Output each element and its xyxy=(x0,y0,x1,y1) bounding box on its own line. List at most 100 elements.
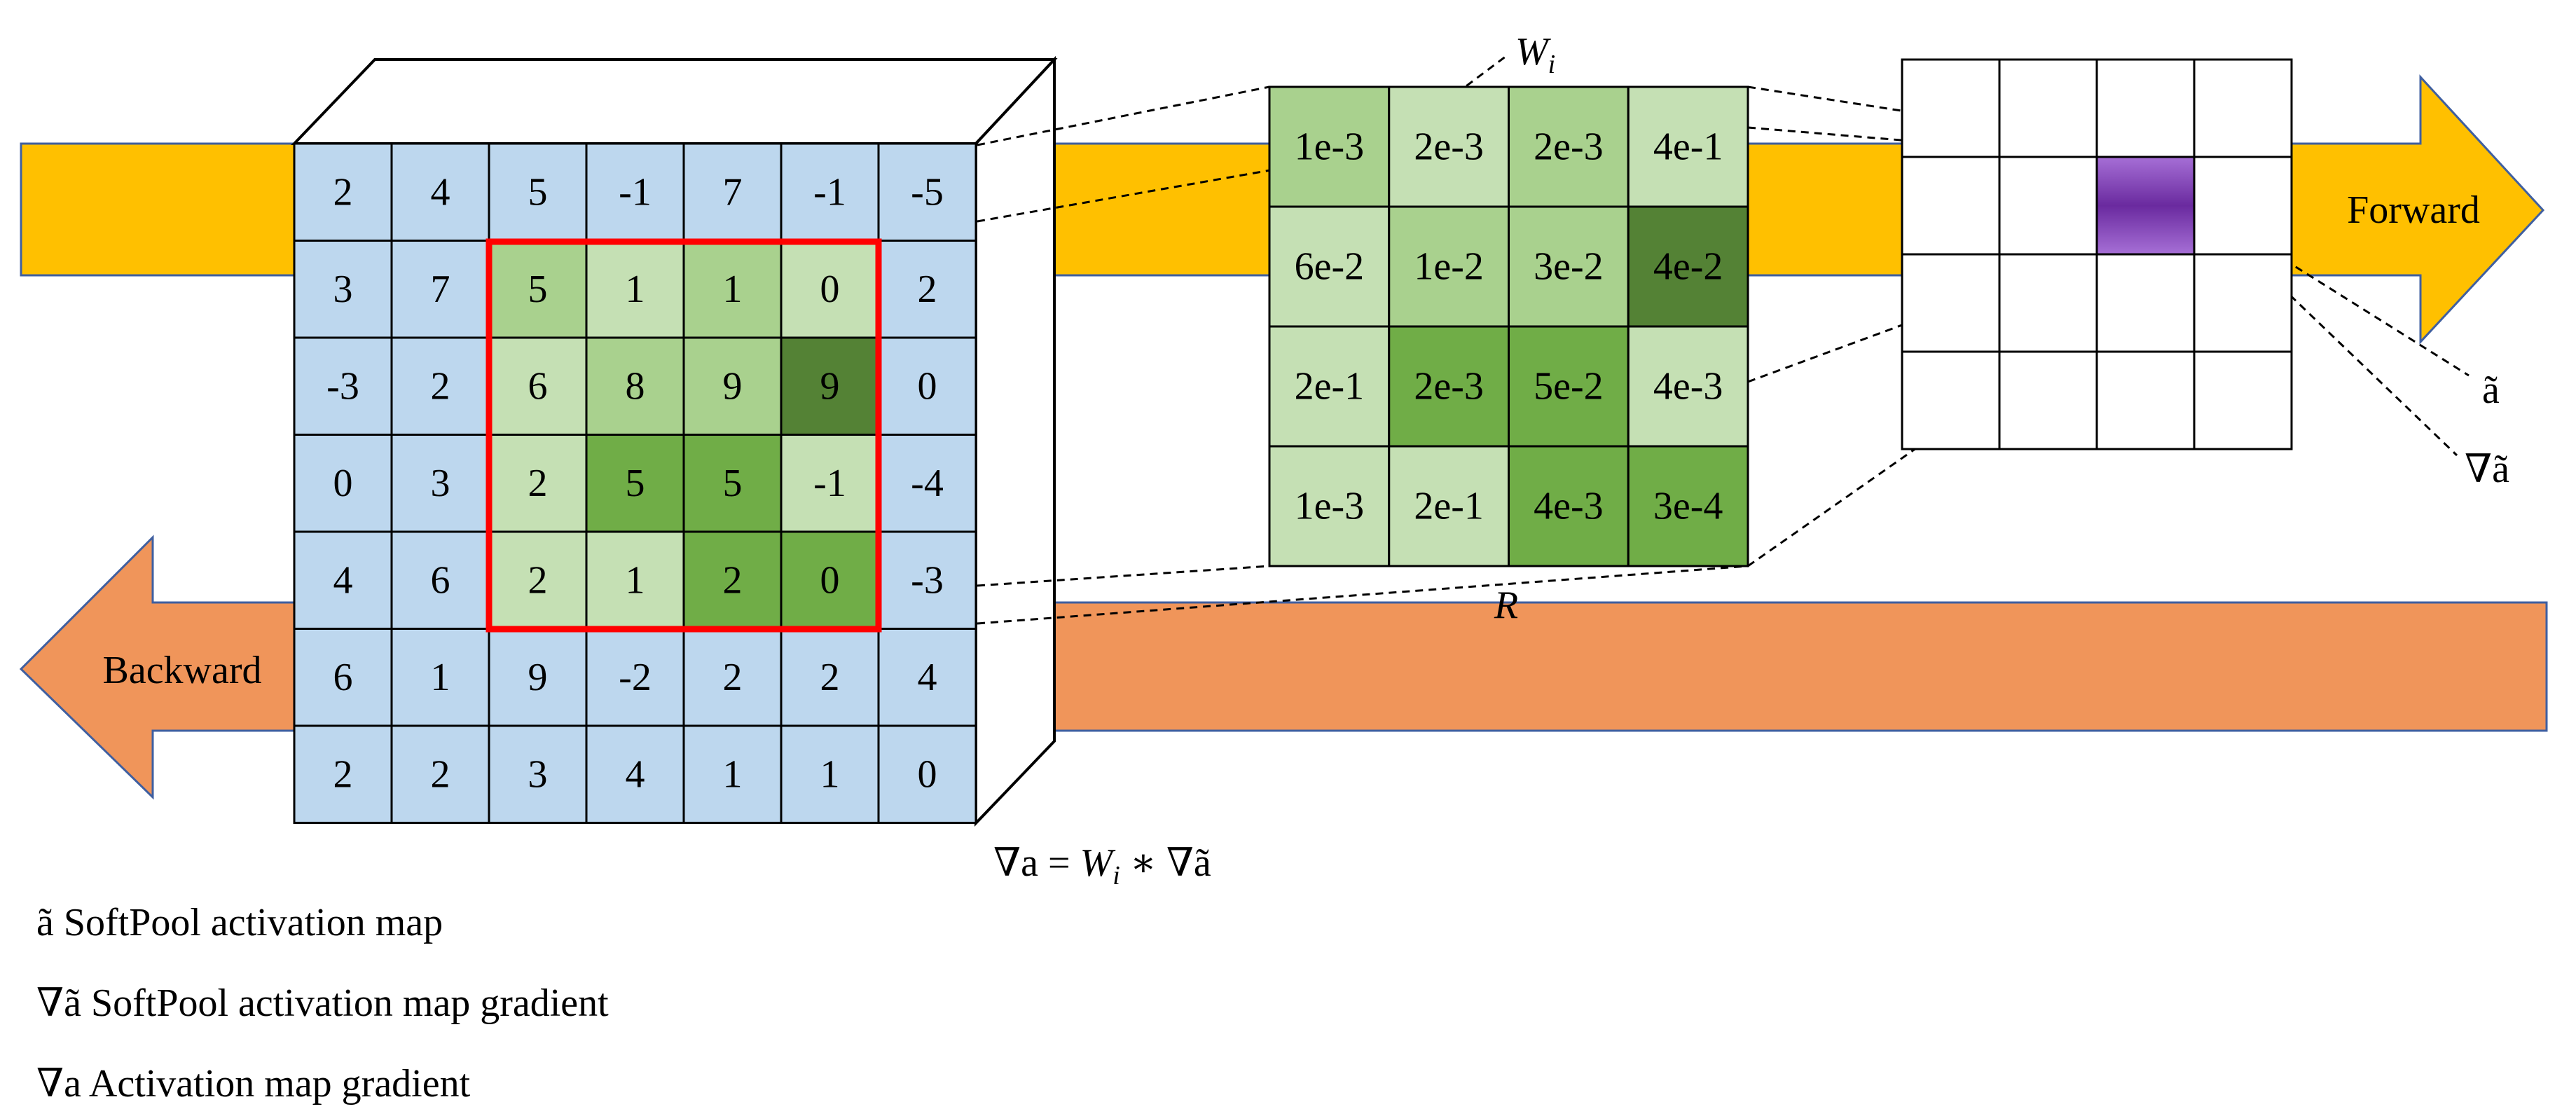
legend-item: ∇a Activation map gradient xyxy=(36,1062,471,1105)
input-cell xyxy=(877,530,977,630)
equation-w-sub: i xyxy=(1113,861,1120,890)
input-cell-value: 7 xyxy=(723,170,743,214)
equation-rhs: ∗ ∇ã xyxy=(1120,841,1211,885)
weight-cell-value: 2e-3 xyxy=(1414,365,1484,408)
input-cell-value: 0 xyxy=(820,268,840,311)
output-cell xyxy=(2193,350,2293,450)
input-cell xyxy=(780,530,880,630)
input-cell xyxy=(488,628,588,727)
input-cell-value: -4 xyxy=(911,462,944,505)
input-cell-value: 2 xyxy=(723,656,743,699)
weight-cell xyxy=(1508,85,1630,208)
forward-label: Forward xyxy=(2347,188,2480,232)
output-cell xyxy=(2095,253,2196,353)
input-cell-value: 0 xyxy=(918,752,937,796)
legend-symbol: ∇ã xyxy=(36,981,81,1025)
input-cell-value: 4 xyxy=(626,752,645,796)
backward-label: Backward xyxy=(102,649,261,692)
input-cell-value: 2 xyxy=(333,752,353,796)
input-cell-value: 2 xyxy=(528,558,548,602)
input-cell xyxy=(293,724,393,824)
input-cell-value: 3 xyxy=(528,752,548,796)
weight-cell-value: 2e-1 xyxy=(1295,365,1365,408)
input-cell-value: 9 xyxy=(820,364,840,408)
input-cell-value: 8 xyxy=(626,364,645,408)
weight-cell xyxy=(1508,445,1630,567)
weight-cell xyxy=(1627,445,1749,567)
input-cell-value: 6 xyxy=(431,558,450,602)
weight-cell xyxy=(1388,85,1510,208)
input-cell-value: 7 xyxy=(431,268,450,311)
input-cell-value: 4 xyxy=(333,558,353,602)
input-cell-value: 5 xyxy=(528,268,548,311)
input-cell-value: 3 xyxy=(333,268,353,311)
weight-cell-value: 3e-4 xyxy=(1653,485,1723,528)
input-cell xyxy=(488,434,588,533)
weight-cell-value: 5e-2 xyxy=(1534,365,1604,408)
input-cell-value: 6 xyxy=(528,364,548,408)
input-cell-value: 1 xyxy=(820,752,840,796)
weight-label-w-sub: i xyxy=(1548,50,1556,79)
input-cell-value: 1 xyxy=(626,558,645,602)
input-cell xyxy=(877,142,977,242)
output-cell xyxy=(2095,58,2196,158)
input-cell xyxy=(877,240,977,339)
weight-cell xyxy=(1268,205,1391,328)
weight-cell-value: 6e-2 xyxy=(1295,245,1365,289)
input-cell-value: 9 xyxy=(528,656,548,699)
input-cell xyxy=(293,530,393,630)
output-cell xyxy=(1901,253,2001,353)
a-tilde-label: ã xyxy=(2482,368,2500,412)
weight-label-w: Wi xyxy=(1515,30,1555,79)
legend-item: ∇ã SoftPool activation map gradient xyxy=(36,981,609,1025)
weight-cell-value: 3e-2 xyxy=(1534,245,1604,289)
input-cell xyxy=(877,628,977,727)
weight-cell-value: 4e-1 xyxy=(1653,125,1723,169)
output-active-cell xyxy=(2095,156,2196,256)
input-cell xyxy=(488,142,588,242)
input-cell-value: 1 xyxy=(723,268,743,311)
input-cell-value: -1 xyxy=(813,170,846,214)
input-cell xyxy=(585,724,685,824)
input-cell xyxy=(682,142,783,242)
input-cell-value: -1 xyxy=(813,462,846,505)
input-cell-value: 1 xyxy=(626,268,645,311)
input-cube-side-face xyxy=(974,55,1056,827)
output-cell xyxy=(1901,156,2001,256)
input-cell xyxy=(390,724,490,824)
input-cell xyxy=(585,142,685,242)
legend-symbol: ∇a xyxy=(36,1062,81,1105)
input-cell-value: 0 xyxy=(333,462,353,505)
weight-cell-value: 2e-3 xyxy=(1534,125,1604,169)
input-cell-value: 1 xyxy=(431,656,450,699)
input-cell xyxy=(293,434,393,533)
input-cell xyxy=(293,336,393,436)
input-cell-value: 5 xyxy=(528,170,548,214)
input-cell-value: 5 xyxy=(723,462,743,505)
input-cell-value: 6 xyxy=(333,656,353,699)
weight-label-r: R xyxy=(1494,584,1518,627)
input-cube-top-face xyxy=(291,58,1058,145)
equation-w: W xyxy=(1080,841,1116,885)
output-cell xyxy=(2095,350,2196,450)
input-cell-value: 0 xyxy=(918,364,937,408)
weight-cell-value: 1e-3 xyxy=(1295,485,1365,528)
input-cell-value: 9 xyxy=(723,364,743,408)
output-cell xyxy=(1998,350,2098,450)
input-cell xyxy=(390,336,490,436)
gradient-equation: ∇a = Wi ∗ ∇ã xyxy=(993,841,1211,890)
weight-cell xyxy=(1388,325,1510,448)
output-cell xyxy=(1998,58,2098,158)
input-cell-value: 2 xyxy=(723,558,743,602)
weight-cell-value: 4e-2 xyxy=(1653,245,1723,289)
input-cell-value: 2 xyxy=(820,656,840,699)
input-cell-value: 2 xyxy=(918,268,937,311)
input-cell-value: -5 xyxy=(911,170,944,214)
input-cell-value: 2 xyxy=(333,170,353,214)
output-cell xyxy=(2193,58,2293,158)
legend-text: Activation map gradient xyxy=(81,1062,471,1105)
input-cell xyxy=(682,240,783,339)
output-cell xyxy=(1998,253,2098,353)
